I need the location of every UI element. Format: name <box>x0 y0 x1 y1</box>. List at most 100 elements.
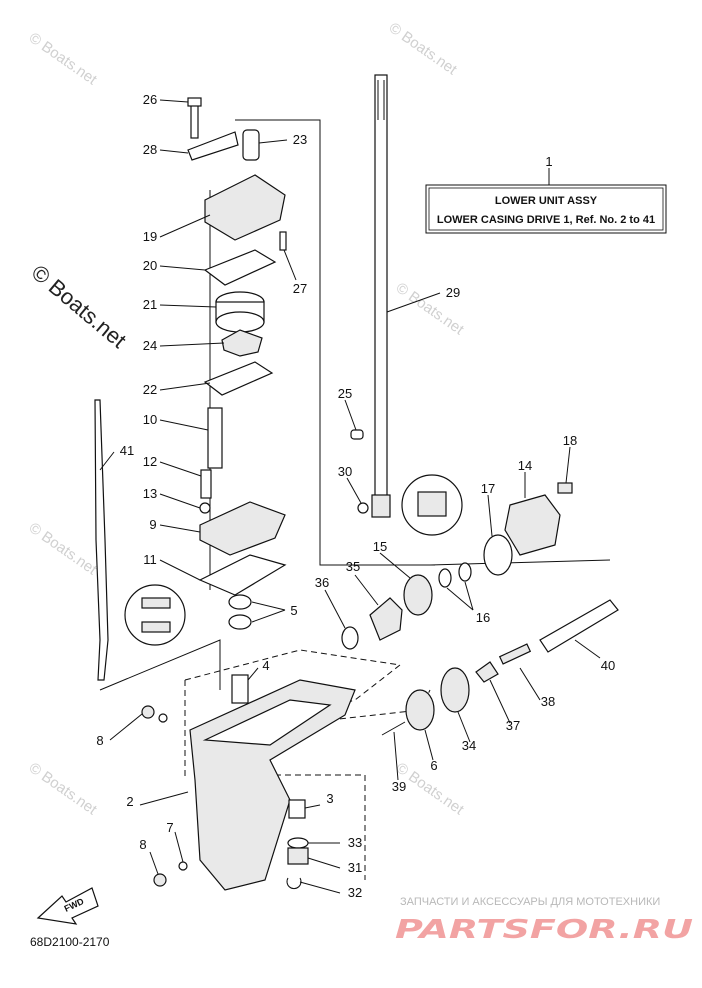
leader <box>299 881 341 894</box>
brand-footer: ЗАПЧАСТИ И АКСЕССУАРЫ ДЛЯ МОТОТЕХНИКИ PA… <box>395 896 693 945</box>
callout-numbers: 26 28 23 19 20 27 21 24 22 10 12 13 9 11… <box>96 92 615 900</box>
o-ring-17 <box>483 534 513 576</box>
leader <box>159 559 201 581</box>
gasket-20 <box>203 249 277 286</box>
callout-12: 12 <box>143 454 157 469</box>
callout-28: 28 <box>143 142 157 157</box>
callout-27: 27 <box>293 281 307 296</box>
oil-seal-5a <box>228 594 252 610</box>
callout-20: 20 <box>143 258 157 273</box>
screw-8-lower <box>153 873 167 887</box>
box-inner <box>428 187 664 231</box>
leader <box>487 494 493 537</box>
leader <box>304 804 321 809</box>
callout-4: 4 <box>262 658 269 673</box>
callout-29: 29 <box>446 285 460 300</box>
leader <box>109 713 143 741</box>
callout-40: 40 <box>601 658 615 673</box>
leader <box>324 589 346 629</box>
bearing-6 <box>405 689 435 731</box>
bolt-18 <box>557 482 573 494</box>
gasket-7 <box>178 861 188 871</box>
callout-19: 19 <box>143 229 157 244</box>
leader <box>159 524 201 533</box>
lower-casing <box>189 679 356 891</box>
seal-detail-circle <box>124 584 186 646</box>
callout-8-lower: 8 <box>139 837 146 852</box>
callout-31: 31 <box>348 860 362 875</box>
shim-16a <box>438 568 452 588</box>
leader <box>489 679 511 724</box>
leader <box>386 292 441 313</box>
callout-5: 5 <box>290 603 297 618</box>
cartridge-bottom <box>215 311 265 333</box>
fwd-arrow: FWD <box>36 887 99 925</box>
leader <box>464 581 474 611</box>
impeller-24 <box>221 329 263 357</box>
leader <box>379 552 411 579</box>
water-tube-10 <box>207 407 223 469</box>
outer-plate-22 <box>203 361 274 396</box>
callout-8-upper: 8 <box>96 733 103 748</box>
callout-38: 38 <box>541 694 555 709</box>
watermark-side-label: © Boats.net <box>27 260 131 353</box>
leader <box>159 419 209 431</box>
leader <box>251 609 286 623</box>
callout-6: 6 <box>430 758 437 773</box>
fwd-arrow-icon <box>36 887 99 925</box>
bearing-housing-14 <box>504 494 561 556</box>
watermark-bottom-left: © Boats.net <box>26 759 101 818</box>
spring-38 <box>498 643 532 665</box>
bushing-3 <box>288 799 306 819</box>
callout-21: 21 <box>143 297 157 312</box>
leader <box>519 667 541 701</box>
box-line-1: LOWER UNIT ASSY <box>495 195 598 207</box>
callout-39: 39 <box>392 779 406 794</box>
diagram-code: 68D2100-2170 <box>30 935 110 949</box>
callout-23: 23 <box>293 132 307 147</box>
pump-base-9 <box>199 501 286 556</box>
seal-inset <box>124 584 252 704</box>
seal-detail-b <box>141 621 171 633</box>
gear-train <box>341 429 619 736</box>
tube-23 <box>242 129 260 161</box>
leader <box>159 382 211 391</box>
oil-seal-5b <box>228 614 252 630</box>
watermark-top-right: © Boats.net <box>386 19 461 78</box>
bushing-4 <box>231 674 249 704</box>
callout-34: 34 <box>462 738 476 753</box>
leader <box>159 304 217 308</box>
callout-11: 11 <box>143 552 157 567</box>
screw-8-upper <box>141 705 155 719</box>
propeller-shaft-40 <box>539 599 619 653</box>
callout-2: 2 <box>126 794 133 809</box>
bolt-12 <box>200 469 212 499</box>
pin-27 <box>279 231 287 251</box>
leader <box>457 711 471 743</box>
leader <box>565 446 571 484</box>
leader <box>446 587 474 611</box>
box-outer <box>425 184 667 234</box>
washer-13 <box>199 502 211 514</box>
leader <box>159 493 201 509</box>
leader <box>159 461 202 477</box>
callout-10: 10 <box>143 412 157 427</box>
callout-37: 37 <box>506 718 520 733</box>
callout-3: 3 <box>326 791 333 806</box>
leader <box>307 857 341 869</box>
shim-33 <box>287 837 309 849</box>
callout-17: 17 <box>481 481 495 496</box>
shim-36 <box>341 626 359 650</box>
bolt-head <box>187 97 202 107</box>
leader <box>159 342 225 347</box>
leader <box>424 729 434 761</box>
drive-shaft-tip <box>371 494 391 518</box>
assembly-reference-box: LOWER UNIT ASSY LOWER CASING DRIVE 1, Re… <box>425 168 667 234</box>
callout-15: 15 <box>373 539 387 554</box>
leader <box>344 399 357 431</box>
leader <box>393 731 399 781</box>
brand-subtitle: ЗАПЧАСТИ И АКСЕССУАРЫ ДЛЯ МОТОТЕХНИКИ <box>400 896 660 908</box>
plate-28 <box>187 131 239 161</box>
callout-14: 14 <box>518 458 532 473</box>
clip-30 <box>357 502 369 514</box>
